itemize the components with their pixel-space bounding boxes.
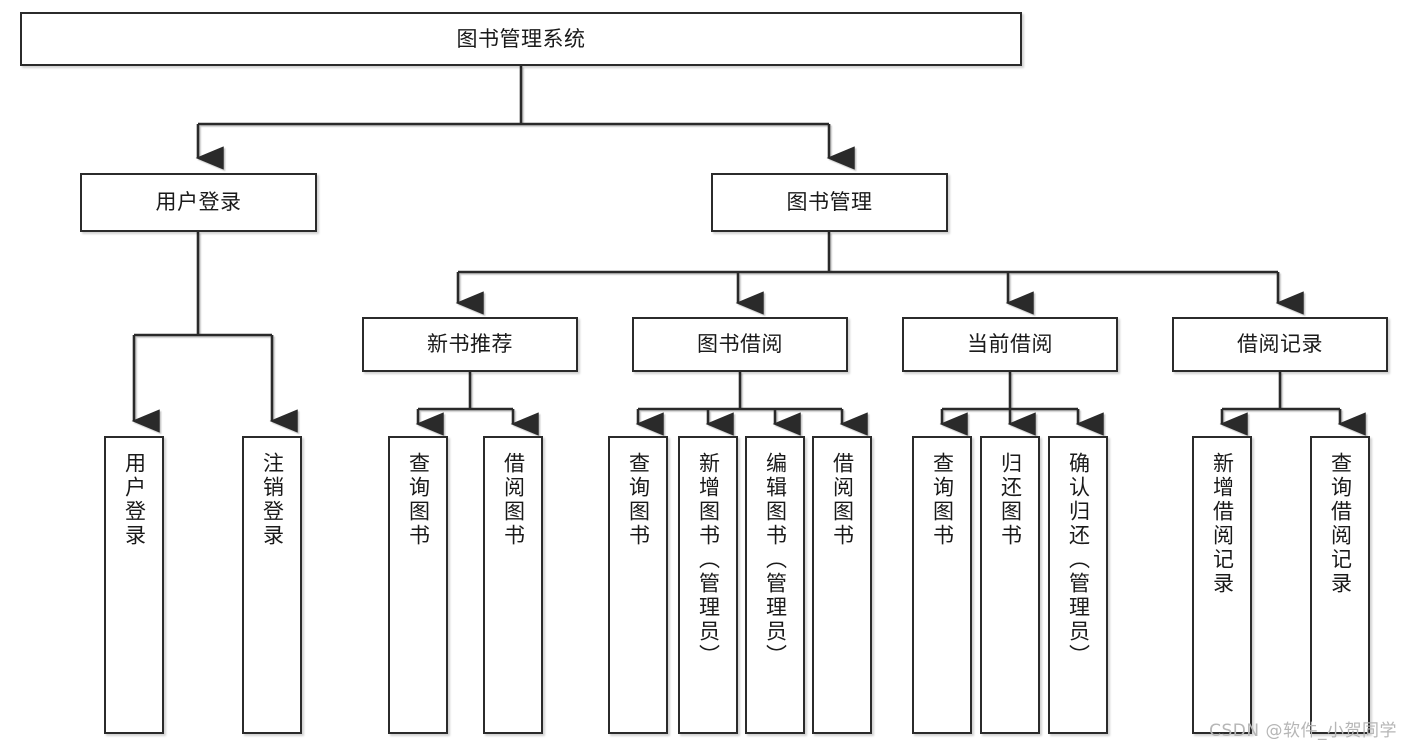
leaf-recommend-query-book[interactable]: 查询图书 bbox=[388, 436, 448, 734]
leaf-current-return-book-label: 归还图书 bbox=[998, 452, 1023, 548]
node-book-borrow-label: 图书借阅 bbox=[697, 332, 783, 357]
leaf-user-logout-label: 注销登录 bbox=[260, 452, 285, 548]
leaf-borrow-add-book-label: 新增图书（管理员） bbox=[696, 452, 721, 668]
leaf-recommend-query-book-label: 查询图书 bbox=[406, 452, 431, 548]
leaf-user-login[interactable]: 用户登录 bbox=[104, 436, 164, 734]
leaf-borrow-query-book-label: 查询图书 bbox=[626, 452, 651, 548]
node-new-book-recommend-label: 新书推荐 bbox=[427, 332, 513, 357]
leaf-borrow-query-book[interactable]: 查询图书 bbox=[608, 436, 668, 734]
leaf-borrow-edit-book-label: 编辑图书（管理员） bbox=[763, 452, 788, 668]
node-user-login[interactable]: 用户登录 bbox=[80, 173, 317, 232]
leaf-record-add-label: 新增借阅记录 bbox=[1210, 452, 1235, 596]
leaf-recommend-borrow-book-label: 借阅图书 bbox=[501, 452, 526, 548]
node-book-management-label: 图书管理 bbox=[786, 190, 873, 215]
node-book-borrow[interactable]: 图书借阅 bbox=[632, 317, 848, 372]
leaf-current-confirm-return[interactable]: 确认归还（管理员） bbox=[1048, 436, 1108, 734]
leaf-record-query[interactable]: 查询借阅记录 bbox=[1310, 436, 1370, 734]
leaf-user-login-label: 用户登录 bbox=[122, 452, 147, 548]
node-book-management[interactable]: 图书管理 bbox=[711, 173, 948, 232]
leaf-current-return-book[interactable]: 归还图书 bbox=[980, 436, 1040, 734]
leaf-borrow-add-book[interactable]: 新增图书（管理员） bbox=[678, 436, 738, 734]
node-current-borrow[interactable]: 当前借阅 bbox=[902, 317, 1118, 372]
node-borrow-record-label: 借阅记录 bbox=[1237, 332, 1323, 357]
leaf-user-logout[interactable]: 注销登录 bbox=[242, 436, 302, 734]
node-root[interactable]: 图书管理系统 bbox=[20, 12, 1022, 66]
leaf-record-query-label: 查询借阅记录 bbox=[1328, 452, 1353, 596]
leaf-borrow-borrow-book-label: 借阅图书 bbox=[830, 452, 855, 548]
node-new-book-recommend[interactable]: 新书推荐 bbox=[362, 317, 578, 372]
node-root-label: 图书管理系统 bbox=[456, 26, 586, 51]
leaf-borrow-borrow-book[interactable]: 借阅图书 bbox=[812, 436, 872, 734]
watermark: CSDN @软件_小贺同学 bbox=[1209, 721, 1397, 741]
node-user-login-label: 用户登录 bbox=[155, 190, 242, 215]
node-current-borrow-label: 当前借阅 bbox=[967, 332, 1053, 357]
leaf-recommend-borrow-book[interactable]: 借阅图书 bbox=[483, 436, 543, 734]
leaf-current-query-book-label: 查询图书 bbox=[930, 452, 955, 548]
leaf-current-confirm-return-label: 确认归还（管理员） bbox=[1066, 452, 1091, 668]
node-borrow-record[interactable]: 借阅记录 bbox=[1172, 317, 1388, 372]
leaf-current-query-book[interactable]: 查询图书 bbox=[912, 436, 972, 734]
leaf-borrow-edit-book[interactable]: 编辑图书（管理员） bbox=[745, 436, 805, 734]
leaf-record-add[interactable]: 新增借阅记录 bbox=[1192, 436, 1252, 734]
